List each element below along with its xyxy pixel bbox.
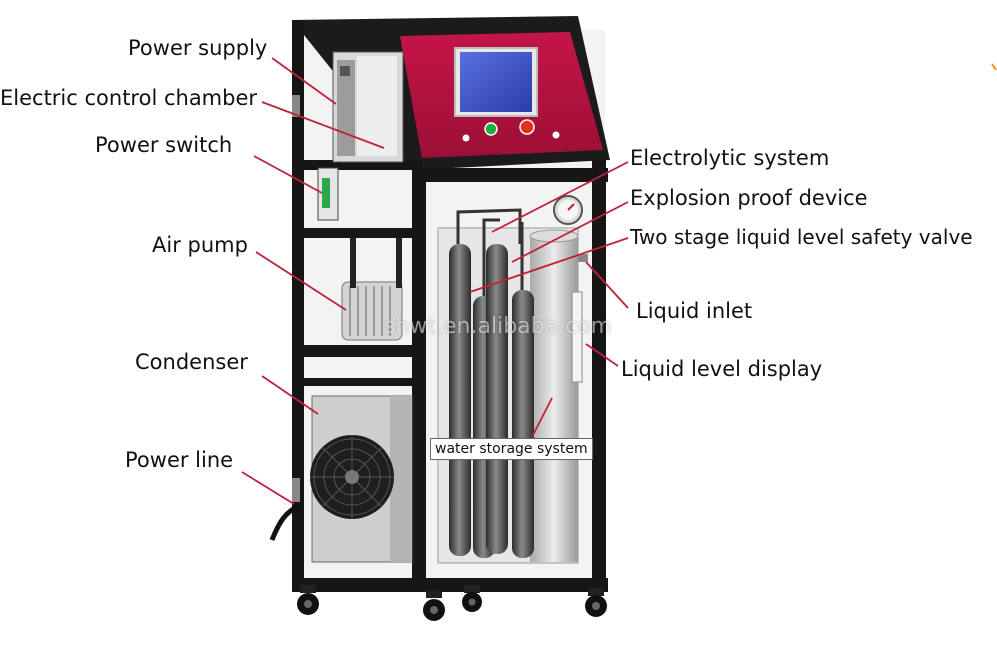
red-button xyxy=(519,119,535,135)
power-supply-unit xyxy=(332,51,404,163)
panel-screw-icon xyxy=(462,134,470,142)
leader-line-liquid-inlet xyxy=(585,261,629,309)
leader-line-explosion-proof-device xyxy=(511,201,629,263)
leader-line-power-supply xyxy=(271,57,337,105)
leader-line-liquid-level-display xyxy=(585,343,619,367)
label-electric-control-chamber: Electric control chamber xyxy=(0,86,258,110)
level-gauge xyxy=(571,291,583,383)
power-cable xyxy=(269,502,302,541)
label-power-line: Power line xyxy=(125,448,234,472)
leader-line-power-line xyxy=(241,471,295,505)
caster-wheels xyxy=(297,585,607,621)
green-button xyxy=(484,122,498,136)
lcd-screen xyxy=(460,52,532,112)
leader-line-air-pump xyxy=(255,251,347,311)
label-condenser: Condenser xyxy=(135,350,248,374)
label-air-pump: Air pump xyxy=(152,233,248,257)
leader-line-two-stage-valve xyxy=(469,237,629,293)
label-liquid-inlet: Liquid inlet xyxy=(636,299,753,323)
label-water-storage-system: water storage system xyxy=(430,438,593,460)
condenser-unit xyxy=(310,395,413,563)
leader-line-power-switch xyxy=(253,155,323,194)
leader-line-water-storage xyxy=(531,397,553,438)
leader-line-electrolytic-system xyxy=(491,161,629,233)
watermark: shwt.en.alibaba.com xyxy=(384,314,613,339)
label-liquid-level-display: Liquid level display xyxy=(621,357,823,381)
air-pump xyxy=(341,238,403,341)
leader-lines xyxy=(241,57,629,505)
control-panel xyxy=(400,32,603,158)
electrolytic-cylinders xyxy=(449,208,534,558)
label-explosion-proof-device: Explosion proof device xyxy=(630,186,868,210)
edge-mark-icon xyxy=(991,63,997,71)
power-switch-box xyxy=(317,167,339,221)
panel-screw-icon xyxy=(552,131,560,139)
label-two-stage-valve: Two stage liquid level safety valve xyxy=(630,225,973,249)
label-power-switch: Power switch xyxy=(95,133,233,157)
leader-line-electric-control-chamber xyxy=(261,101,385,149)
pressure-gauge xyxy=(553,195,583,225)
leader-line-condenser xyxy=(261,375,319,415)
label-power-supply: Power supply xyxy=(128,36,268,60)
label-electrolytic-system: Electrolytic system xyxy=(630,146,830,170)
